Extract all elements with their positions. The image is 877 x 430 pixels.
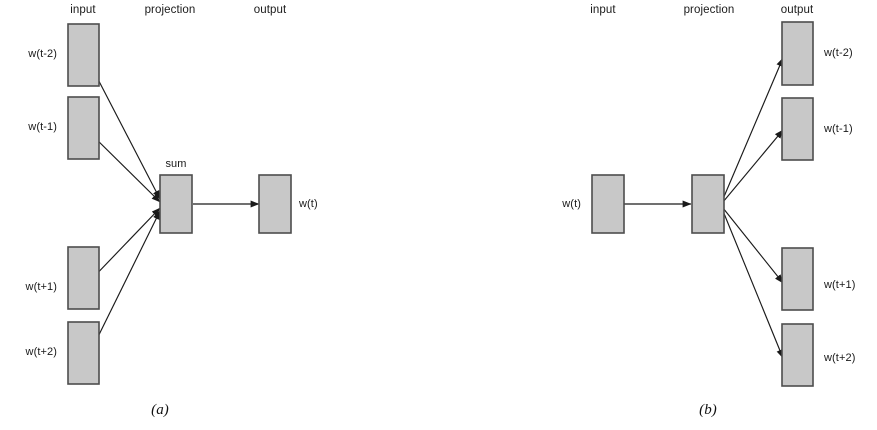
panel-a-edges (87, 59, 260, 358)
panel-a-input-box-wt1 (67, 246, 100, 310)
edge-b-projection-to-wt1 (722, 207, 784, 284)
panel-b-boxes (591, 21, 814, 387)
panel-a-projection-box-sum (159, 174, 193, 234)
panel-a-boxes (67, 23, 292, 385)
edge-b-projection-to-wt-2 (722, 57, 784, 200)
panel-a-output-label-wt: w(t) (299, 198, 318, 210)
panel-a-input-box-wt2 (67, 321, 100, 385)
edge-input-wt2-to-sum (87, 210, 161, 358)
panel-b-projection-box (691, 174, 725, 234)
panel-b-output-box-wt2 (781, 323, 814, 387)
panel-b-header-projection: projection (683, 4, 735, 16)
panel-a-input-label-wt1: w(t+1) (25, 281, 57, 293)
panel-a-projection-label-sum: sum (165, 158, 187, 170)
panel-b-output-label-wt1: w(t+1) (824, 279, 856, 291)
panel-a-input-label-wt2: w(t+2) (25, 346, 57, 358)
panel-a-output-box-wt (258, 174, 292, 234)
edge-input-wt-2-to-sum (87, 59, 161, 200)
edge-b-projection-to-wt2 (722, 210, 784, 359)
panel-b-header-output: output (780, 4, 814, 16)
panel-b-output-box-wt-2 (781, 21, 814, 86)
panel-b-output-label-wt2: w(t+2) (824, 352, 856, 364)
edge-b-projection-to-wt-1 (722, 129, 784, 203)
panel-a-caption: (a) (151, 402, 169, 418)
panel-b-output-box-wt-1 (781, 97, 814, 161)
panel-b-caption: (b) (699, 402, 717, 418)
edge-input-wt1-to-sum (87, 207, 161, 284)
panel-a-header-output: output (253, 4, 287, 16)
panel-b-output-label-wt-1: w(t-1) (824, 123, 853, 135)
panel-b-input-label-wt: w(t) (562, 198, 581, 210)
panel-a-input-label-wt-1: w(t-1) (28, 121, 57, 133)
panel-b-output-label-wt-2: w(t-2) (824, 47, 853, 59)
panel-a-input-box-wt-2 (67, 23, 100, 87)
panel-b-output-box-wt1 (781, 247, 814, 311)
panel-a-header-projection: projection (144, 4, 196, 16)
panel-b-input-box-wt (591, 174, 625, 234)
edge-input-wt-1-to-sum (87, 130, 161, 203)
panel-b-header-input: input (590, 4, 616, 16)
panel-a-input-box-wt-1 (67, 96, 100, 160)
panel-a-header-input: input (70, 4, 96, 16)
panel-a-input-label-wt-2: w(t-2) (28, 48, 57, 60)
panel-b-edges (624, 57, 784, 359)
